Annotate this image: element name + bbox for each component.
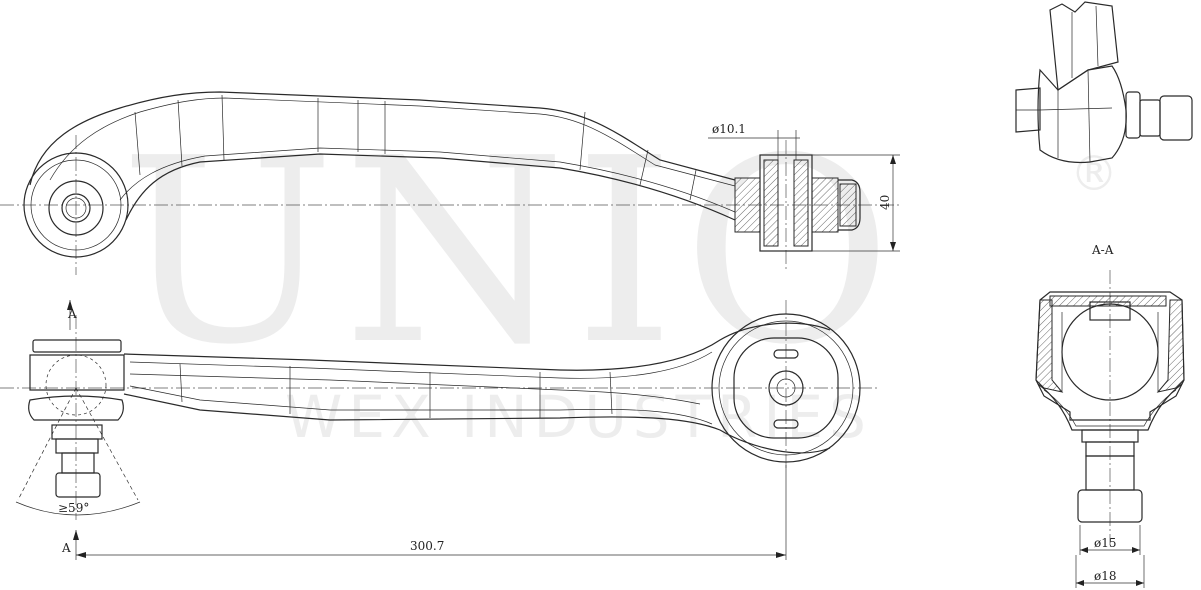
top-view: ø10.1 40 (0, 91, 900, 275)
dim-angle: ≥59° (15, 387, 141, 516)
section-marker-top: A (67, 307, 77, 321)
top-ball-housing (23, 152, 129, 258)
bottom-bushing-eye (711, 313, 861, 463)
bottom-view: ≥59° A A (0, 300, 880, 560)
dim-label-bush-diameter: ø10.1 (712, 122, 746, 136)
dim-overall-length: 300.7 (76, 465, 787, 560)
dim-bush-height: 40 (812, 154, 900, 252)
dim-label-bush-height: 40 (878, 195, 892, 210)
section-marker-bottom: A (61, 541, 71, 555)
dim-label-housing-diameter: ø18 (1094, 569, 1117, 583)
watermark-brand: UNIO (120, 104, 900, 401)
watermark: UNIO ® WEX INDUSTRIES (120, 104, 1118, 451)
iso-thumbnail (1015, 1, 1193, 164)
dim-bush-diameter: ø10.1 (708, 122, 800, 160)
bottom-ball-joint (28, 339, 125, 498)
dim-label-angle: ≥59° (58, 501, 89, 515)
dim-label-overall-length: 300.7 (410, 539, 444, 553)
watermark-registered: ® (1070, 146, 1118, 202)
section-markers: A A (61, 300, 79, 560)
section-title: A-A (1091, 243, 1114, 257)
top-arm-body (29, 91, 736, 221)
section-a-a: A-A ø15 ø18 (1035, 243, 1185, 588)
dim-label-stud-diameter: ø15 (1094, 536, 1117, 550)
top-bushing (734, 154, 861, 252)
bottom-arm-body (123, 322, 831, 454)
